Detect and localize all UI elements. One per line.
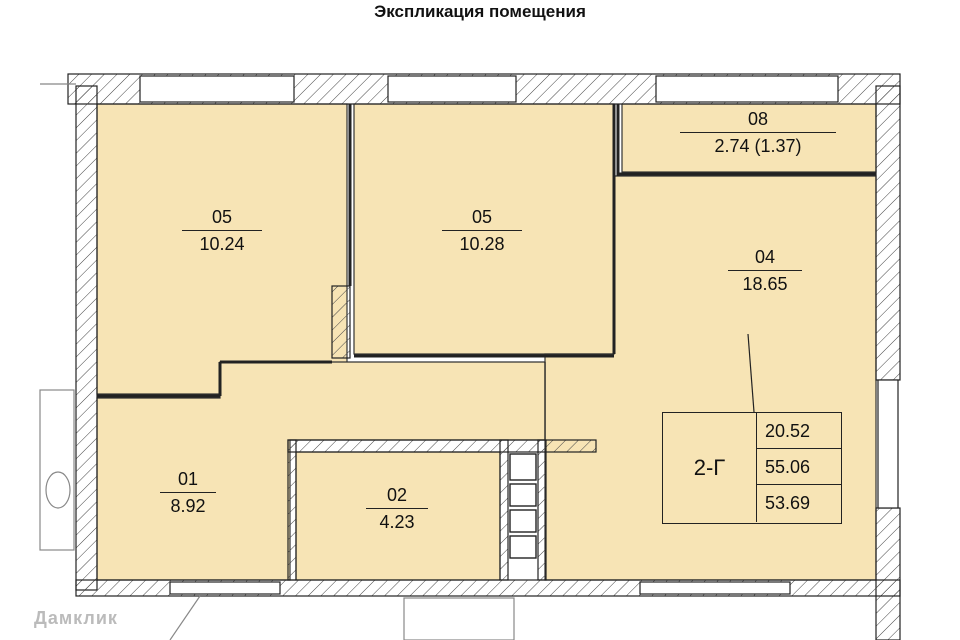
wall-right-lower [875,507,901,640]
room-number: 01 [177,469,199,489]
page-title: Экспликация помещения [374,2,586,21]
room-label-01: 01 8.92 [160,468,216,517]
neighbour-fixture-bottom [403,597,515,640]
wall-02-right [499,439,509,581]
room-number: 02 [386,485,408,505]
shaft-box-1 [509,453,537,481]
door-bottom-2 [639,581,791,595]
window-right [877,379,899,509]
living-area: 20.52 [757,413,841,449]
wall-shaft-right [537,439,547,581]
shaft-box-2 [509,483,537,507]
area-without-balcony: 53.69 [765,493,811,513]
room-04-pointer [747,333,755,413]
room-area: 10.28 [442,230,522,255]
room-label-05-left: 05 10.24 [182,206,262,255]
room-area: 2.74 (1.37) [680,132,836,157]
room-area: 18.65 [728,270,802,295]
room-area: 8.92 [160,492,216,517]
room-number: 05 [471,207,493,227]
room-area: 10.24 [182,230,262,255]
room-area: 4.23 [366,508,428,533]
neighbour-basin [45,471,71,509]
wall-02-left [287,439,297,581]
partition-pillar [331,285,351,359]
room-05-left-floor [96,103,348,395]
window-top-3 [655,75,839,103]
apartment-area-values: 20.52 55.06 53.69 [757,413,841,521]
room-number: 08 [747,109,769,129]
wall-02-top [287,439,597,453]
room-label-05-center: 05 10.28 [442,206,522,255]
room-05-center-floor [353,103,615,355]
total-area: 55.06 [757,449,841,485]
neighbour-door-swing [169,595,201,640]
room-number: 04 [754,247,776,267]
watermark: Дамклик [34,608,118,628]
window-top-1 [139,75,295,103]
room-label-04: 04 18.65 [728,246,802,295]
room-label-02: 02 4.23 [366,484,428,533]
window-top-2 [387,75,517,103]
wall-left [75,85,98,591]
room-label-08: 08 2.74 (1.37) [680,108,836,157]
apartment-code: 2-Г [663,413,757,522]
shaft-box-4 [509,535,537,559]
room-number: 05 [211,207,233,227]
shaft-box-3 [509,509,537,533]
apartment-summary-table: 2-Г 20.52 55.06 53.69 [662,412,842,524]
wall-right [875,85,901,381]
door-bottom [169,581,281,595]
neighbour-fixture [39,389,75,551]
